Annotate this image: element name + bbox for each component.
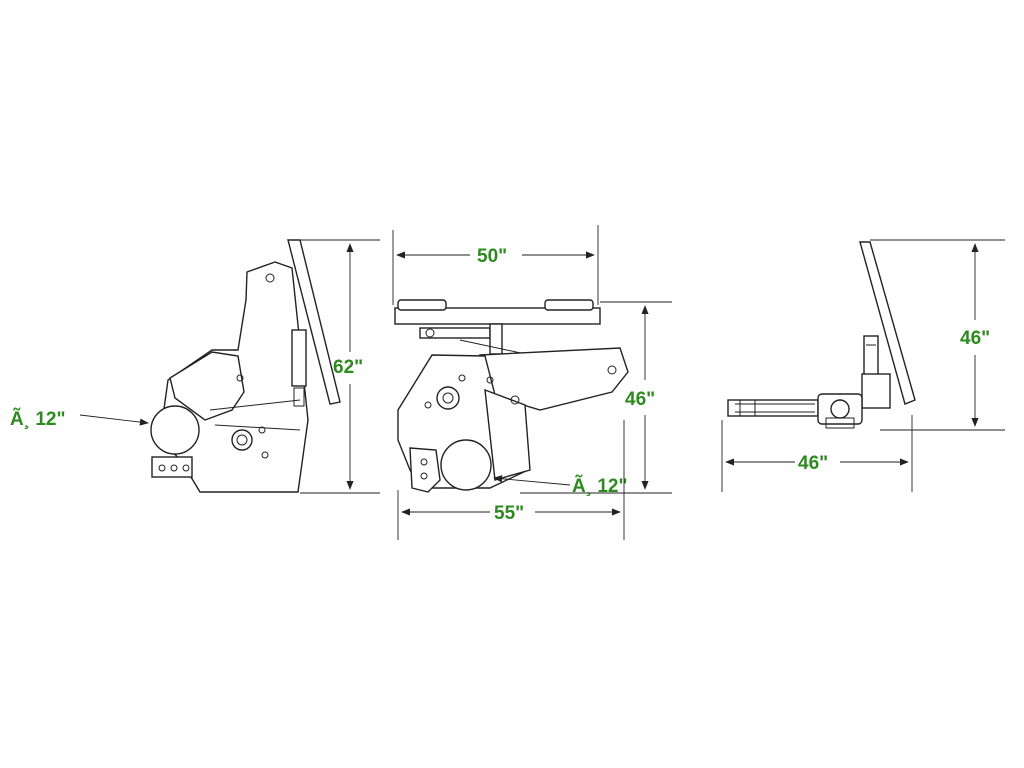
middle-height-label: 46" [625,389,655,410]
middle-drum [440,439,492,491]
left-mount-plate [287,239,341,405]
left-height-label: 62" [333,357,363,378]
left-cylinder [291,329,307,387]
middle-top-view: 50" 46" Ã¸ 12" 55" [392,225,672,540]
left-hub [231,429,253,451]
left-jaw-plate [169,351,245,421]
left-drum [150,405,200,455]
middle-bottom-width-label: 55" [494,503,524,524]
right-boom [727,399,819,417]
middle-claw [409,447,441,493]
middle-hub [436,386,460,410]
middle-diameter-label: Ã¸ 12" [572,475,627,497]
right-mount-plate [859,241,916,405]
middle-top-width-label: 50" [477,246,507,267]
right-height-label: 46" [960,328,990,349]
left-bolt-block [151,456,193,478]
right-width-label: 46" [798,453,828,474]
left-side-view: 62" Ã¸ 12" [10,239,380,494]
left-diameter-label: Ã¸ 12" [10,408,65,430]
right-front-view: 46" 46" [721,239,1005,492]
